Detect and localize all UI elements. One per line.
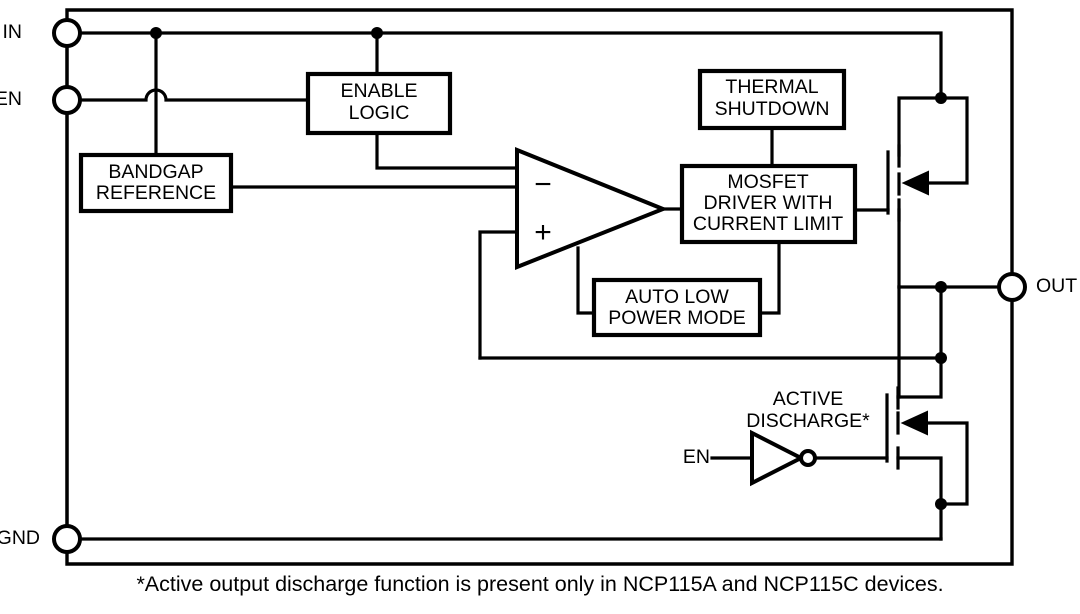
junction-dots: [150, 27, 947, 510]
discharge-inverter: [750, 429, 817, 487]
block-enable-logic-line2: LOGIC: [349, 102, 410, 124]
discharge-en-label: EN: [683, 446, 710, 468]
pin-en-circle[interactable]: [52, 85, 82, 115]
block-enable-logic: ENABLE LOGIC: [305, 71, 453, 136]
block-bandgap: BANDGAP REFERENCE: [78, 152, 234, 214]
block-bandgap-line1: BANDGAP: [108, 161, 203, 183]
pin-in[interactable]: IN: [3, 18, 82, 48]
junction-dot-feedback: [935, 352, 947, 364]
footnote-caption: *Active output discharge function is pre…: [136, 572, 944, 596]
wire-in-rail: [65, 31, 943, 100]
pin-gnd-label: GND: [0, 527, 40, 549]
pin-out-label: OUT: [1036, 275, 1077, 297]
junction-dot-out: [935, 281, 947, 293]
block-mosfet-driver: MOSFET DRIVER WITH CURRENT LIMIT: [679, 163, 858, 245]
wire-pmos-source: [897, 96, 943, 157]
block-enable-logic-line1: ENABLE: [341, 80, 418, 102]
wire-nmos-drain: [896, 356, 943, 399]
pin-gnd-circle[interactable]: [52, 524, 82, 554]
block-auto-low-power-line2: POWER MODE: [608, 307, 746, 329]
block-thermal-shutdown-line2: SHUTDOWN: [715, 98, 830, 120]
wire-amp-plus-feedback: [478, 230, 519, 360]
amplifier-plus-symbol: +: [534, 216, 552, 249]
junction-dot-pmos-source: [935, 92, 947, 104]
block-thermal-shutdown-line1: THERMAL: [725, 76, 818, 98]
pin-out-circle[interactable]: [997, 272, 1027, 302]
wiring-layer: [65, 31, 1014, 541]
amplifier-triangle: [515, 147, 669, 270]
pass-pmos: [886, 144, 929, 222]
nmos-body-diode-arrow: [900, 410, 928, 436]
active-discharge-label-line1: ACTIVE: [773, 388, 843, 410]
pin-in-circle[interactable]: [52, 18, 82, 48]
pin-out[interactable]: OUT: [997, 272, 1077, 302]
block-auto-low-power-line1: AUTO LOW: [625, 286, 729, 308]
wire-nmos-bulk: [925, 421, 969, 506]
wire-driver-to-autolow: [758, 240, 781, 315]
active-discharge-label-line2: DISCHARGE*: [746, 410, 870, 432]
block-mosfet-driver-line1: MOSFET: [727, 171, 808, 193]
block-thermal-shutdown: THERMAL SHUTDOWN: [697, 68, 847, 131]
error-amplifier: − +: [515, 147, 669, 270]
block-mosfet-driver-line3: CURRENT LIMIT: [693, 213, 843, 235]
junction-dot-in-bandgap: [150, 27, 162, 39]
wire-enable-logic-to-amp-minus: [375, 131, 519, 170]
amplifier-minus-symbol: −: [534, 168, 552, 201]
pin-en-label: EN: [0, 88, 22, 110]
wire-en-to-enable-logic: [65, 88, 310, 102]
pmos-body-diode-arrow: [901, 170, 929, 196]
inverter-triangle: [750, 429, 806, 487]
block-auto-low-power-mode: AUTO LOW POWER MODE: [591, 277, 763, 338]
pin-in-label: IN: [3, 21, 23, 43]
pin-gnd[interactable]: GND: [0, 524, 82, 554]
pin-en[interactable]: EN: [0, 85, 82, 115]
block-mosfet-driver-line2: DRIVER WITH: [704, 192, 833, 214]
inverter-bubble: [799, 449, 817, 467]
wire-pmos-bulk: [926, 96, 969, 185]
junction-dot-nmos-source: [935, 498, 947, 510]
device-boundary: [65, 8, 1014, 566]
junction-dot-in-enable: [371, 27, 383, 39]
wire-nmos-source-to-gnd: [896, 456, 943, 541]
block-bandgap-line2: REFERENCE: [96, 182, 216, 204]
discharge-nmos: [885, 386, 928, 470]
wire-amp-to-autolow: [576, 246, 596, 315]
